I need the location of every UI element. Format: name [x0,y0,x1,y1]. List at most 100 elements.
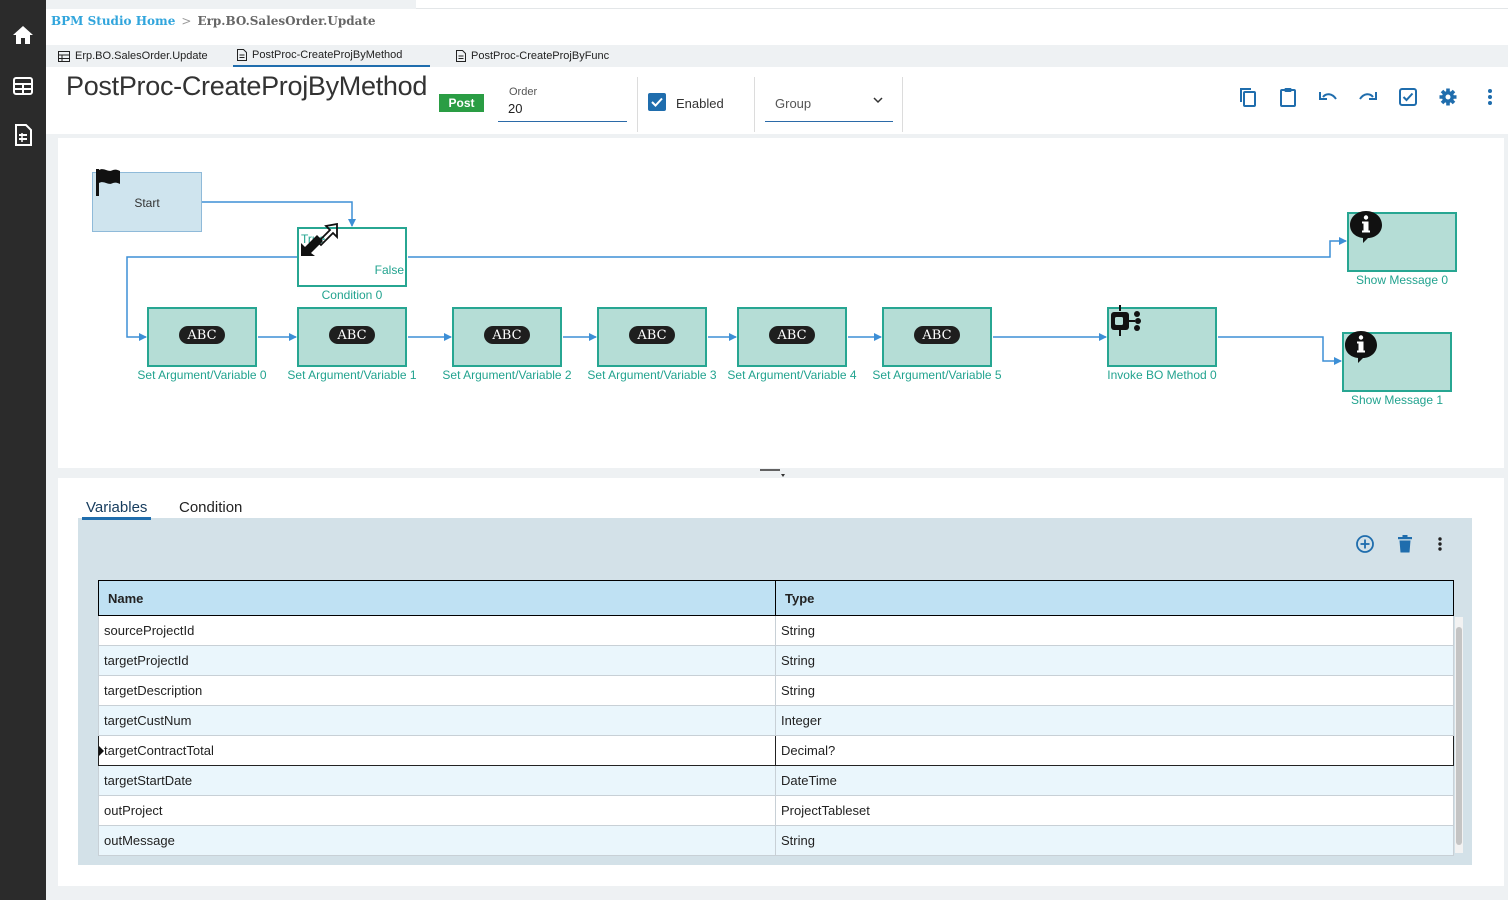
cell-name[interactable]: outMessage [99,826,776,856]
set-argument-node[interactable]: ABC [882,307,992,367]
breadcrumb-current: Erp.BO.SalesOrder.Update [197,14,375,28]
show-message-node[interactable] [1347,212,1457,272]
tab-salesorder-update[interactable]: Erp.BO.SalesOrder.Update [54,45,212,67]
cell-name[interactable]: sourceProjectId [99,616,776,646]
cell-type[interactable]: String [776,616,1454,646]
scrollbar-thumb[interactable] [1456,627,1462,845]
condition-false-label: False [375,263,404,277]
show-message-node[interactable] [1342,332,1452,392]
column-header-name[interactable]: Name [99,581,776,616]
divider [637,77,638,132]
table-header-row: Name Type [99,581,1454,616]
cell-name[interactable]: outProject [99,796,776,826]
page-title: PostProc-CreateProjByMethod [66,71,427,102]
delete-variable-button[interactable] [1394,533,1416,555]
tab-label: PostProc-CreateProjByMethod [252,49,402,61]
panel-splitter[interactable] [58,468,1504,478]
invoke-bo-method-label: Invoke BO Method 0 [1092,368,1232,382]
enabled-label: Enabled [676,96,724,111]
connector-invoke-message1 [1218,337,1341,361]
table-row[interactable]: outMessageString [99,826,1454,856]
undo-button[interactable] [1317,86,1339,108]
abc-icon: ABC [329,326,375,344]
variables-table: Name Type sourceProjectIdString targetPr… [98,580,1454,856]
table-icon [58,51,70,62]
cell-name[interactable]: targetContractTotal [99,736,776,766]
table-row[interactable]: targetCustNumInteger [99,706,1454,736]
settings-icon [1438,87,1458,107]
cell-name[interactable]: targetProjectId [99,646,776,676]
chevron-down-icon [873,97,883,104]
table-row-selected[interactable]: targetContractTotal Decimal? [99,736,1454,766]
cell-type[interactable]: String [776,646,1454,676]
order-label: Order [509,86,537,98]
condition-node[interactable]: True False [297,227,407,287]
order-input[interactable] [508,101,618,116]
divider [902,77,903,132]
table-row[interactable]: outProjectProjectTableset [99,796,1454,826]
table-row[interactable]: targetProjectIdString [99,646,1454,676]
workflow-canvas[interactable]: Start True False Condition 0 ABC Set Arg… [58,138,1504,468]
cell-name-text: targetContractTotal [104,743,214,758]
table-row[interactable]: targetDescriptionString [99,676,1454,706]
cell-type[interactable]: ProjectTableset [776,796,1454,826]
add-variable-button[interactable] [1354,533,1376,555]
group-label: Group [775,96,811,111]
cell-name[interactable]: targetCustNum [99,706,776,736]
abc-icon: ABC [179,326,225,344]
left-nav-rail [0,0,46,900]
report-icon[interactable] [10,122,36,148]
invoke-bo-method-node[interactable] [1107,307,1217,367]
tab-variables[interactable]: Variables [82,498,151,520]
grid-table-icon[interactable] [10,73,36,99]
more-options-button[interactable] [1479,86,1501,108]
order-field[interactable]: Order [498,80,627,122]
paste-button[interactable] [1277,86,1299,108]
copy-icon [1239,87,1257,107]
breadcrumb-bar: BPM Studio Home>Erp.BO.SalesOrder.Update [46,9,1508,45]
cell-name[interactable]: targetStartDate [99,766,776,796]
home-icon[interactable] [10,22,36,48]
validate-button[interactable] [1397,86,1419,108]
enabled-checkbox[interactable] [648,93,666,111]
set-argument-node[interactable]: ABC [737,307,847,367]
set-argument-node[interactable]: ABC [297,307,407,367]
group-dropdown[interactable]: Group [765,80,893,122]
set-argument-label: Set Argument/Variable 5 [867,368,1007,382]
table-row[interactable]: targetStartDateDateTime [99,766,1454,796]
breadcrumb-home-link[interactable]: BPM Studio Home [51,14,175,28]
document-tabs: Erp.BO.SalesOrder.Update PostProc-Create… [46,45,1508,67]
redo-button[interactable] [1357,86,1379,108]
cell-type[interactable]: Decimal? [776,736,1454,766]
validate-icon [1399,88,1417,106]
row-indicator-icon [99,746,104,756]
set-argument-node[interactable]: ABC [452,307,562,367]
abc-icon: ABC [629,326,675,344]
top-divider [416,0,1508,9]
add-circle-icon [1355,534,1375,554]
tab-createprojbyfunc[interactable]: PostProc-CreateProjByFunc [452,45,613,67]
tab-condition[interactable]: Condition [175,498,246,517]
set-argument-label: Set Argument/Variable 1 [282,368,422,382]
set-argument-node[interactable]: ABC [147,307,257,367]
column-header-type[interactable]: Type [776,581,1454,616]
cell-type[interactable]: String [776,826,1454,856]
info-message-icon [1344,330,1378,364]
connector-false-message0 [408,241,1346,257]
settings-button[interactable] [1437,86,1459,108]
connectors [58,138,1504,468]
start-node[interactable]: Start [92,172,202,232]
table-row[interactable]: sourceProjectIdString [99,616,1454,646]
set-argument-label: Set Argument/Variable 4 [722,368,862,382]
cell-name[interactable]: targetDescription [99,676,776,706]
cell-type[interactable]: String [776,676,1454,706]
copy-button[interactable] [1237,86,1259,108]
grid-more-options-button[interactable] [1429,533,1451,555]
cell-type[interactable]: Integer [776,706,1454,736]
set-argument-node[interactable]: ABC [597,307,707,367]
more-vertical-icon [1438,537,1442,551]
tab-createprojbymethod[interactable]: PostProc-CreateProjByMethod [233,45,430,67]
cell-type[interactable]: DateTime [776,766,1454,796]
vertical-scrollbar[interactable] [1455,617,1463,853]
properties-panel: Name Type sourceProjectIdString targetPr… [58,478,1504,886]
